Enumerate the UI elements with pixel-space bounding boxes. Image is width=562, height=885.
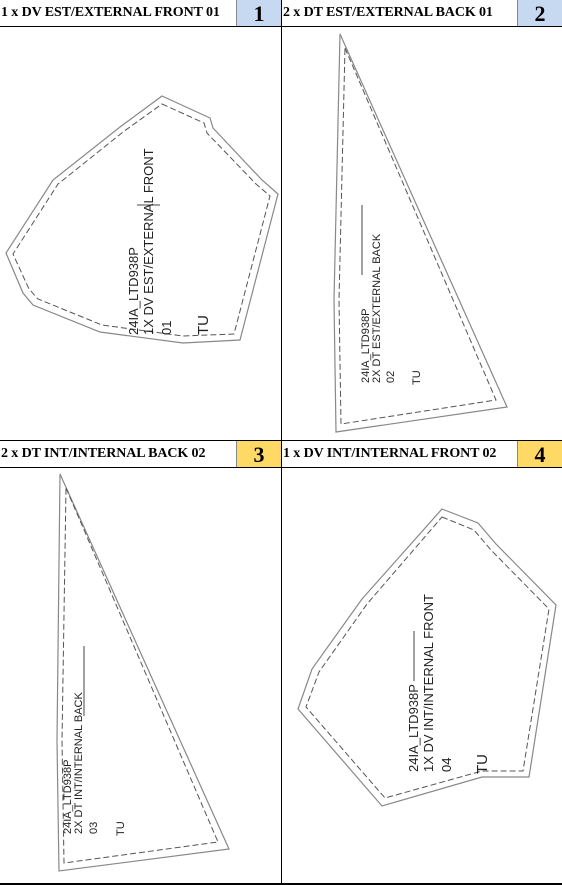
seam-allowance-line: [338, 47, 497, 425]
piece-code-label: 24IA_LTD938P: [62, 760, 74, 834]
pattern-piece-1: 24IA_LTD938P 1X DV EST/EXTERNAL FRONT 01…: [5, 95, 279, 344]
pattern-piece-4: 24IA_LTD938P 1X DV INT/INTERNAL FRONT 04…: [297, 508, 557, 807]
piece-index-label: 04: [439, 758, 454, 772]
piece-index-label: 03: [88, 822, 100, 834]
piece-number-badge: 2: [517, 0, 562, 26]
cell-header: 1 x DV EST/EXTERNAL FRONT 01 1: [0, 0, 281, 27]
sheet-border-bottom: [0, 883, 562, 885]
piece-title: 2 x DT INT/INTERNAL BACK 02: [1, 446, 206, 461]
pattern-piece-2: 24IA_LTD938P 2X DT EST/EXTERNAL BACK 02 …: [333, 33, 508, 433]
seam-allowance-line: [305, 516, 550, 799]
cell-header: 2 x DT EST/EXTERNAL BACK 01 2: [282, 0, 562, 27]
piece-title: 1 x DV INT/INTERNAL FRONT 02: [283, 446, 497, 461]
pattern-cell-3: 2 x DT INT/INTERNAL BACK 02 3 24IA_LTD93…: [0, 441, 282, 883]
piece-outline: [297, 508, 557, 807]
piece-description-label: 2X DT EST/EXTERNAL BACK: [371, 233, 383, 383]
piece-title: 1 x DV EST/EXTERNAL FRONT 01: [1, 5, 220, 20]
piece-code-label: 24IA_LTD938P: [126, 247, 141, 335]
seam-allowance-line: [12, 103, 271, 337]
piece-description-label: 1X DV INT/INTERNAL FRONT: [421, 594, 436, 772]
piece-title: 2 x DT EST/EXTERNAL BACK 01: [283, 5, 493, 20]
piece-outline: [333, 33, 508, 433]
piece-number-badge: 3: [236, 441, 281, 467]
piece-number-badge: 4: [517, 441, 562, 467]
cell-header: 1 x DV INT/INTERNAL FRONT 02 4: [282, 441, 562, 468]
seam-allowance-line: [61, 487, 219, 864]
piece-outline: [5, 95, 279, 344]
piece-size-label: TU: [115, 821, 127, 836]
piece-description-label: 2X DT INT/INTERNAL BACK: [73, 692, 85, 834]
piece-number-badge: 1: [236, 0, 281, 26]
piece-size-label: TU: [195, 315, 212, 335]
pattern-cell-2: 2 x DT EST/EXTERNAL BACK 01 2 24IA_LTD93…: [282, 0, 562, 441]
piece-outline: [56, 473, 230, 872]
pattern-piece-3: 24IA_LTD938P 2X DT INT/INTERNAL BACK 03 …: [56, 473, 230, 872]
piece-size-label: TU: [474, 754, 491, 774]
pattern-cell-4: 1 x DV INT/INTERNAL FRONT 02 4 24IA_LTD9…: [282, 441, 562, 883]
cell-header: 2 x DT INT/INTERNAL BACK 02 3: [0, 441, 281, 468]
piece-index-label: 02: [385, 371, 397, 383]
piece-size-label: TU: [411, 370, 423, 385]
piece-description-label: 1X DV EST/EXTERNAL FRONT: [141, 148, 156, 335]
piece-code-label: 24IA_LTD938P: [406, 684, 421, 772]
piece-code-label: 24IA_LTD938P: [360, 309, 372, 383]
pattern-cell-1: 1 x DV EST/EXTERNAL FRONT 01 1 24IA_LTD9…: [0, 0, 282, 441]
piece-index-label: 01: [159, 321, 174, 335]
